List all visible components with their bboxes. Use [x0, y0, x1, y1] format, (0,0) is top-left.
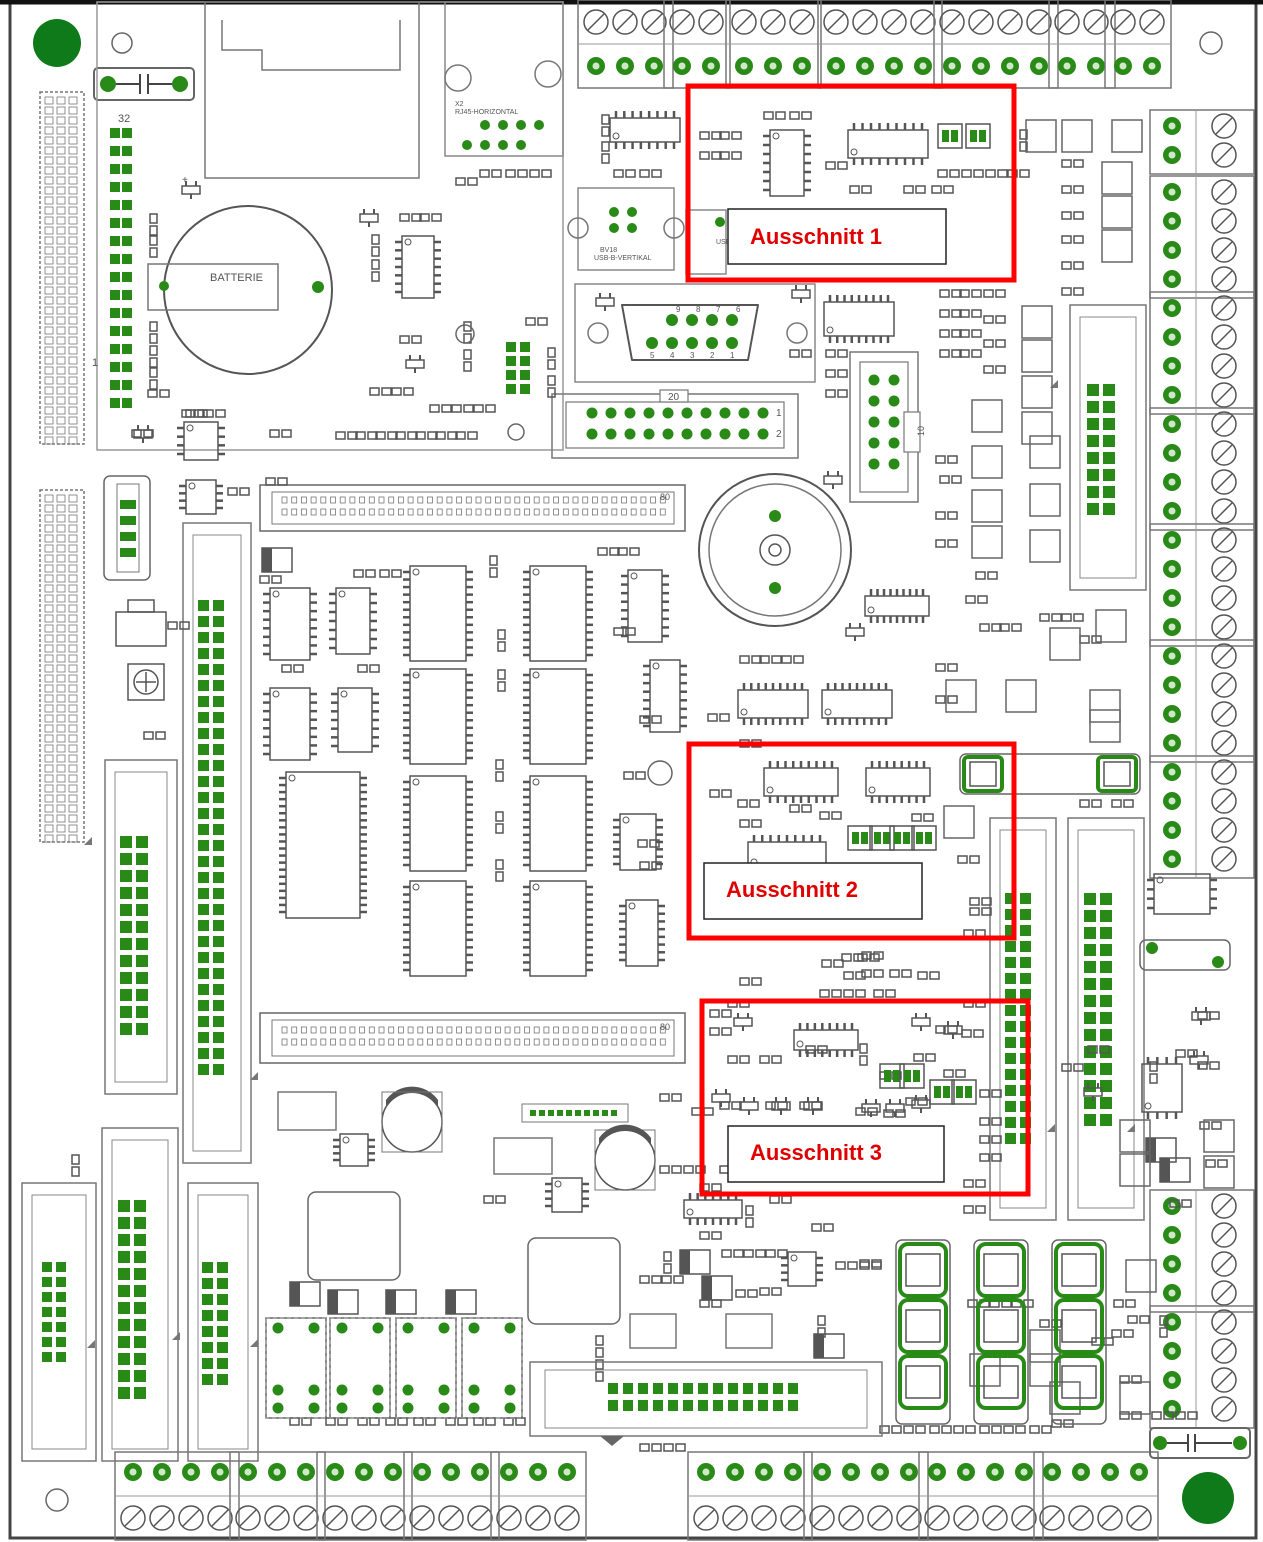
connector-80-top: [259, 484, 686, 532]
subd-pin-8: 8: [696, 305, 701, 314]
header20-row1: 1: [776, 408, 782, 419]
header10-label: 10: [916, 426, 926, 436]
callout-label-3: Ausschnitt 3: [750, 1140, 882, 1165]
mounting-hole-top-left: [111, 32, 133, 54]
fuse-holders: [895, 1239, 1107, 1425]
corner-pad-top-left: [33, 19, 81, 67]
smd-components: [71, 111, 1235, 1452]
header-10-pin-pads: [868, 374, 900, 470]
header20-label: 20: [668, 392, 680, 403]
header-10-pin: [849, 351, 921, 503]
battery-holder: +: [147, 175, 333, 375]
connector-4-pin: [103, 475, 151, 581]
header-20-pin: [551, 389, 799, 459]
conn80-top-label: 80: [660, 492, 670, 502]
sd-card-slot-inner: [221, 20, 401, 71]
right-terminal-blocks: [1149, 109, 1255, 1429]
rj45-ref: X2: [455, 101, 464, 108]
usb-label-2: USB: [716, 239, 731, 246]
callout-label-box-2: [703, 862, 923, 920]
header-20-pin-pads: [586, 407, 769, 440]
callout-frame-3: [699, 998, 1031, 1197]
subd-pin-3: 3: [690, 351, 695, 360]
mounting-hole-top-right: [1199, 31, 1223, 55]
header-bottom-horizontal-pins: [608, 1383, 798, 1411]
left-pin-headers: [39, 91, 85, 843]
callout-label-2: Ausschnitt 2: [726, 877, 858, 902]
capacitor-bottom-right: [1149, 1427, 1251, 1459]
mounting-hole-bottom-left: [45, 1488, 69, 1512]
usb-label: USB-B-VERTIKAL: [594, 255, 652, 262]
connector-80-bottom-pins: [281, 1026, 666, 1046]
header-bottom-horizontal: [529, 1361, 883, 1446]
callout-label-box-1: [727, 208, 947, 265]
pin-label-1: 1: [92, 357, 98, 369]
subd-pin-1: 1: [730, 351, 735, 360]
relays: [265, 1317, 523, 1419]
bottom-terminal-blocks: [114, 1451, 1159, 1541]
subd-pin-6: 6: [736, 305, 741, 314]
connector-80-bottom: [259, 1012, 686, 1064]
corner-pad-bottom-right: [1182, 1472, 1234, 1524]
pin-label-32: 32: [118, 113, 130, 125]
subd-pin-4: 4: [670, 351, 675, 360]
header20-row2: 2: [776, 429, 782, 440]
usb-connector: [567, 187, 727, 275]
electrolytic-capacitors: [381, 324, 673, 1191]
battery-label: BATTERIE: [210, 272, 263, 284]
subd-pin-5: 5: [650, 351, 655, 360]
callout-frame-2: [686, 741, 1017, 941]
top-terminal-blocks: [577, 0, 1172, 89]
pin-column-32: [110, 128, 132, 408]
voltage-regulator: [115, 599, 167, 647]
svg-text:+: +: [182, 175, 188, 186]
rj45-label: RJ45-HORIZONTAL: [455, 109, 518, 116]
usb-ref: BV18: [600, 247, 617, 254]
subd-pin-9: 9: [676, 305, 681, 314]
conn80-bottom-label: 80: [660, 1022, 670, 1032]
callout-label-1: Ausschnitt 1: [750, 224, 882, 249]
subd-pin-2: 2: [710, 351, 715, 360]
trimmer-potentiometer: [127, 663, 165, 701]
callout-frame-1: [685, 83, 1017, 283]
buzzer: [698, 473, 852, 627]
sd-card-slot: [204, 1, 420, 179]
capacitor-top-left: [93, 67, 195, 101]
integrated-circuits: [177, 111, 1217, 1287]
connector-80-top-pins: [281, 496, 666, 516]
subd-pin-7: 7: [716, 305, 721, 314]
sub-d-connector: [574, 283, 816, 383]
callout-label-box-3: [727, 1125, 945, 1183]
large-smd-blocks: [277, 1091, 773, 1349]
rj45-connector: [444, 1, 564, 157]
